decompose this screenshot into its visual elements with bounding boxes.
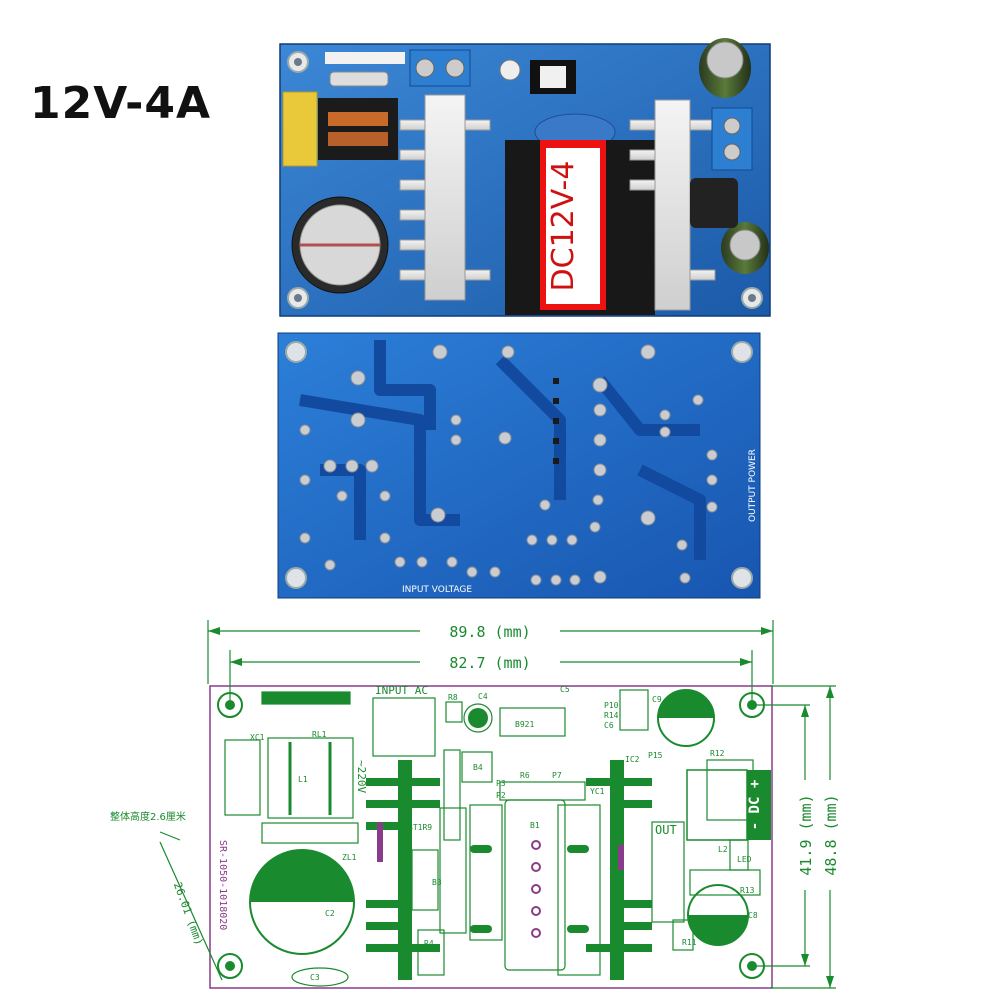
component-label: B4: [473, 763, 483, 772]
component-label: R12: [710, 749, 725, 758]
input-voltage-label: INPUT VOLTAGE: [402, 585, 472, 595]
input-ac-label: INPUT AC: [375, 684, 428, 697]
width-outer-dim: 89.8 (mm): [449, 623, 530, 641]
transformer-label: DC12V-4: [546, 161, 581, 292]
component-label: C8: [748, 911, 758, 920]
height-inner-dim: 41.9 (mm): [797, 794, 815, 875]
component-label: B921: [515, 720, 534, 729]
dc-label: - DC +: [747, 780, 763, 831]
component-label: RL1: [312, 730, 327, 739]
bottom-pcb-photo: INPUT VOLTAGE OUTPUT POWER: [277, 332, 761, 599]
component-label: R6: [520, 771, 530, 780]
component-label: XC1: [250, 733, 265, 742]
component-label: YC1: [590, 787, 605, 796]
top-pcb-photo: DC12V-4: [279, 38, 771, 317]
output-power-label: OUTPUT POWER: [748, 449, 758, 522]
model-label: SR-1050-1018020: [217, 840, 228, 930]
component-label: R8: [448, 693, 458, 702]
component-label: LED: [737, 855, 752, 864]
component-label: R14: [604, 711, 619, 720]
component-label: ZL1: [342, 853, 357, 862]
component-label: R13: [740, 886, 755, 895]
out-label: OUT: [655, 823, 677, 837]
component-label: C3: [310, 973, 320, 982]
component-label: P3: [496, 779, 506, 788]
voltage-label: ~220V: [355, 760, 368, 793]
component-label: C5: [560, 685, 570, 694]
product-title: 12V-4A: [30, 78, 212, 129]
component-label: L2: [718, 845, 728, 854]
component-label: BT1R9: [408, 823, 432, 832]
height-note: 整体高度2.6厘米: [110, 810, 186, 823]
component-label: C2: [325, 909, 335, 918]
component-label: P15: [648, 751, 663, 760]
component-label: R4: [424, 939, 434, 948]
component-label: L1: [298, 775, 308, 784]
component-label: B3: [432, 878, 442, 887]
component-label: P7: [552, 771, 562, 780]
component-label: C4: [478, 692, 488, 701]
component-label: P10: [604, 701, 619, 710]
component-label: P2: [496, 791, 506, 800]
diag-dim: 26.01 (mm): [171, 880, 206, 947]
component-label: IC2: [625, 755, 640, 764]
dimension-diagram: 89.8 (mm) 82.7 (mm) 48.8 (mm) 41.9 (mm) …: [110, 620, 840, 989]
component-label: C9: [652, 695, 662, 704]
component-label: R11: [682, 938, 697, 947]
component-label: C6: [604, 721, 614, 730]
height-outer-dim: 48.8 (mm): [822, 794, 840, 875]
width-inner-dim: 82.7 (mm): [449, 654, 530, 672]
component-label: B1: [530, 821, 540, 830]
